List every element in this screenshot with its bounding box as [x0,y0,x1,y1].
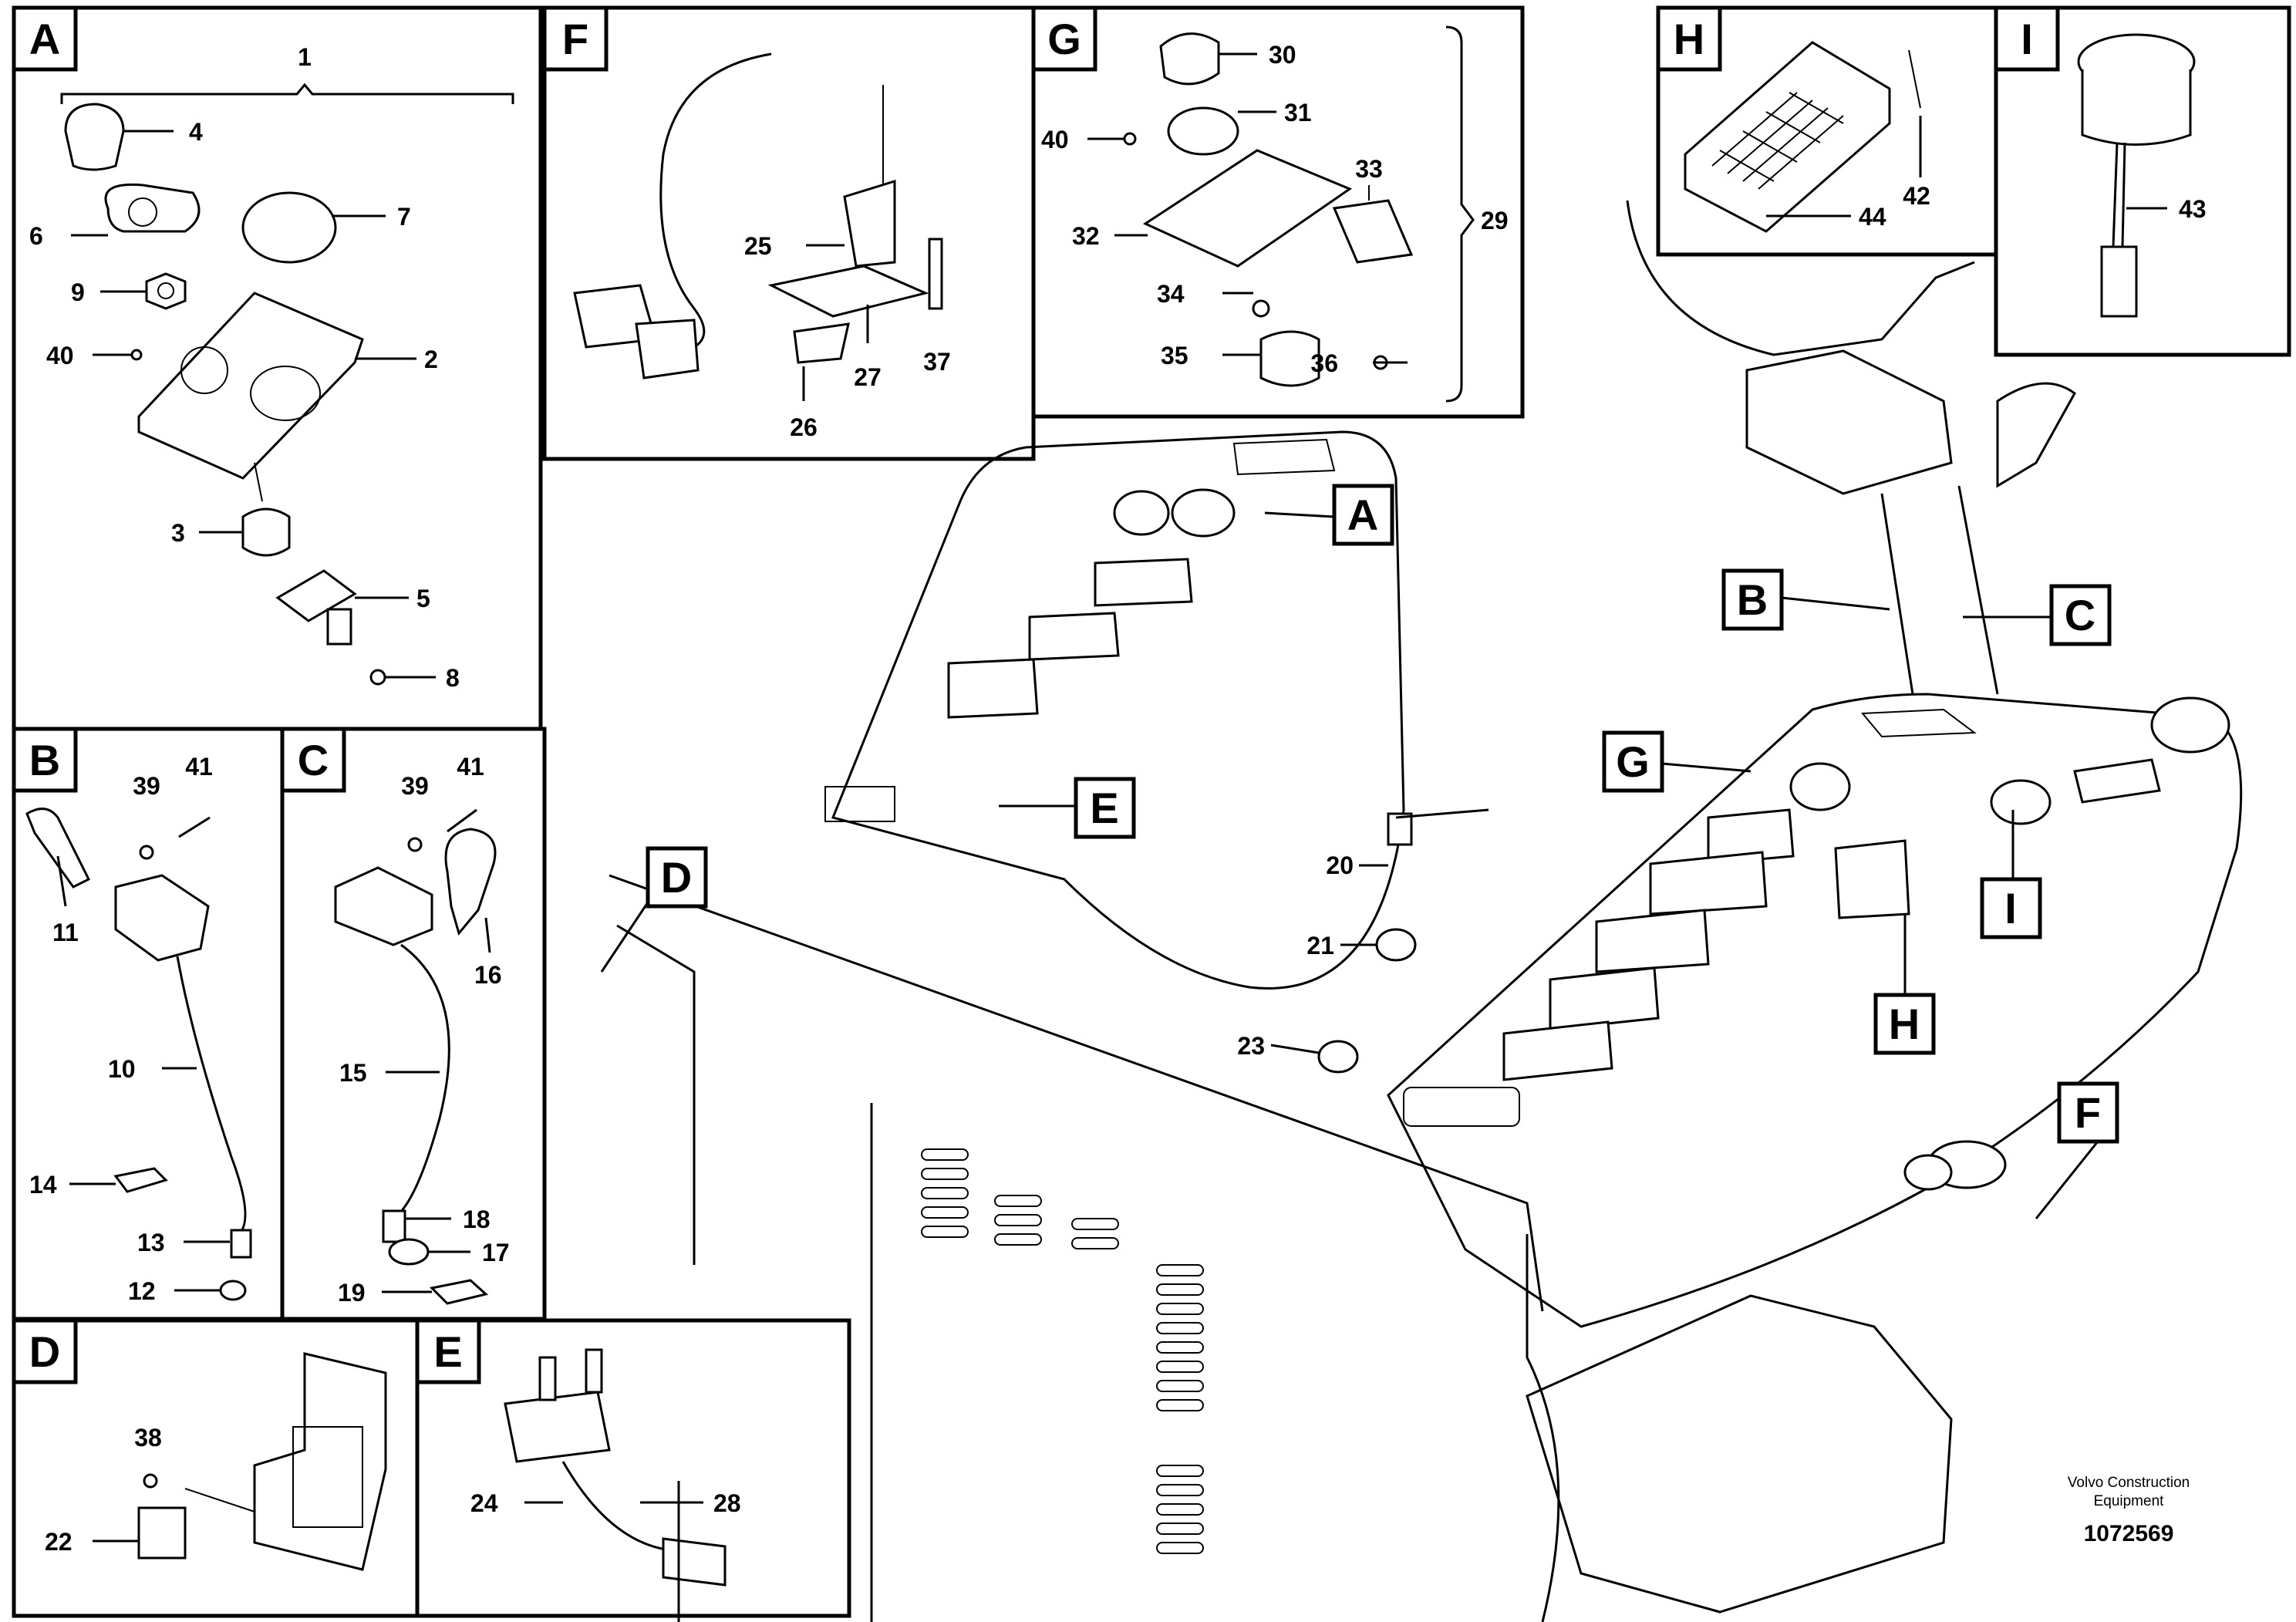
callout-34: 34 [1157,280,1185,308]
overview-tag-a: A [1264,484,1394,546]
switch-grid-h [1711,92,1844,190]
overview-tag-i-label: I [2004,884,2017,932]
brand-line-1: Volvo Construction [2068,1475,2190,1491]
callout-40-g: 40 [1041,126,1069,153]
callout-35: 35 [1161,342,1188,369]
panel-d: D 38 22 [12,1318,420,1618]
callout-27: 27 [854,363,882,391]
overview-tag-e-label: E [1090,784,1118,832]
overview-tag-h-label: H [1889,1000,1920,1048]
callout-11: 11 [52,919,79,946]
callout-12: 12 [128,1277,156,1305]
callout-39-c: 39 [401,772,429,800]
panel-b-label: B [29,736,60,784]
callout-21: 21 [1306,932,1334,959]
callout-37: 37 [923,348,951,376]
callout-40-a: 40 [46,342,74,369]
callout-14: 14 [29,1171,57,1199]
callout-30: 30 [1269,41,1296,69]
callout-32: 32 [1072,222,1100,250]
callout-19: 19 [338,1279,366,1307]
callout-22: 22 [45,1528,72,1556]
callout-41-c: 41 [457,753,484,781]
callout-20: 20 [1326,851,1354,879]
overview-tag-h: H [1873,914,1936,1055]
callout-41-b: 41 [185,753,213,781]
callout-1: 1 [298,43,312,71]
panel-g: G 30 31 40 32 33 34 35 36 29 [1031,5,1525,419]
overview-tag-g: G [1602,730,1752,793]
panel-d-label: D [29,1327,60,1376]
overview-tag-g-label: G [1616,737,1650,786]
callout-38: 38 [134,1424,162,1452]
panel-e: E 24 28 [415,1318,851,1618]
callout-28: 28 [713,1489,741,1517]
overview-tag-f-label: F [2075,1088,2101,1137]
callout-13: 13 [137,1229,165,1256]
callout-25: 25 [744,232,772,260]
callout-10: 10 [108,1055,136,1083]
callout-43: 43 [2179,195,2207,223]
callout-16: 16 [474,961,502,989]
document-number: 1072569 [2084,1521,2174,1546]
overview-tag-b-label: B [1737,575,1768,624]
panel-h-label: H [1674,15,1704,63]
callout-24: 24 [470,1489,498,1517]
callout-17: 17 [482,1239,510,1266]
callout-36: 36 [1310,349,1338,377]
callout-31: 31 [1284,99,1312,126]
callout-29: 29 [1481,207,1509,234]
callout-8: 8 [446,664,460,692]
callout-6: 6 [29,222,43,250]
panel-e-label: E [433,1327,462,1376]
panel-c: C 39 41 16 15 18 17 19 [280,727,547,1321]
overview-tag-a-label: A [1347,491,1378,539]
panel-a-label: A [29,15,60,63]
overview-tag-d-label: D [661,853,692,902]
callout-44: 44 [1859,203,1886,231]
callout-7: 7 [397,203,411,231]
machine-overview: 20 21 23 A B C D [600,200,2243,1622]
overview-tag-c-label: C [2065,591,2095,639]
panel-b: B 39 41 11 10 14 13 12 [12,727,285,1321]
panel-i-label: I [2021,15,2033,63]
brand-line-2: Equipment [2094,1493,2165,1509]
callout-18: 18 [463,1206,491,1233]
panel-c-label: C [298,736,329,784]
callout-2: 2 [424,346,438,373]
overview-tag-d: D [600,846,708,973]
panel-f: F 25 27 26 37 [542,5,1036,461]
callout-3: 3 [171,519,185,547]
callout-4: 4 [189,118,203,146]
callout-39-b: 39 [133,772,160,800]
overview-tag-b: B [1721,568,1890,631]
callout-15: 15 [339,1059,367,1087]
panel-a: A 1 4 6 7 9 2 40 3 [12,5,543,731]
panel-h: H 44 42 [1656,5,1998,257]
overview-tag-f: F [2035,1081,2119,1219]
callout-33: 33 [1355,155,1383,183]
panel-i: I 43 [1994,5,2291,357]
callout-23: 23 [1237,1032,1265,1060]
overview-tag-i: I [1980,810,2042,939]
vent-grille [921,1148,1204,1554]
panel-g-label: G [1047,15,1081,63]
callout-26: 26 [790,413,818,441]
callout-9: 9 [71,278,85,306]
panel-f-label: F [562,15,588,63]
overview-tag-c: C [1963,584,2112,646]
footer: Volvo Construction Equipment 1072569 [2068,1475,2190,1546]
overview-tag-e: E [999,777,1136,839]
callout-5: 5 [416,585,430,612]
callout-42: 42 [1903,182,1930,210]
